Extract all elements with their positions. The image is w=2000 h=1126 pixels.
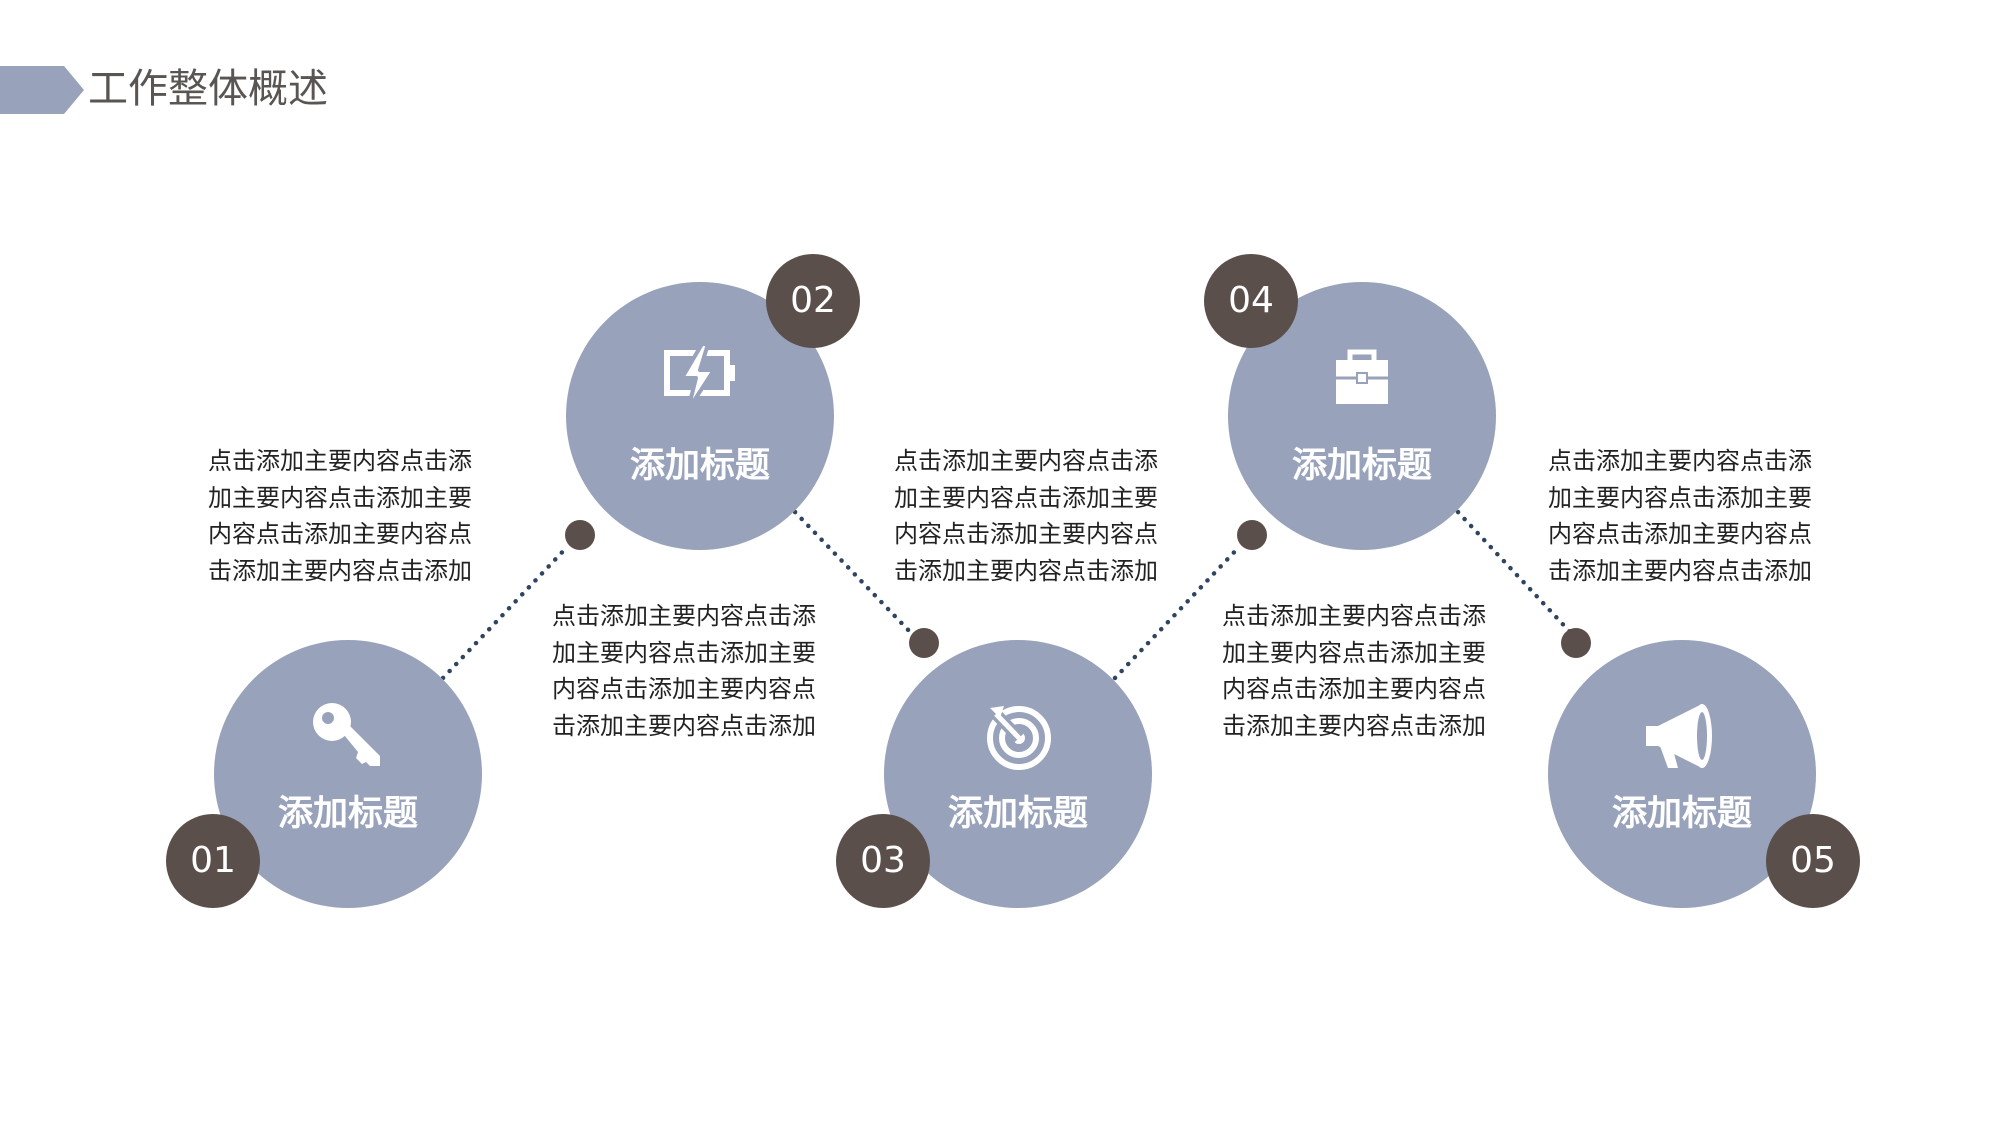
step-1-description: 点击添加主要内容点击添加主要内容点击添加主要内容点击添加主要内容点击添加主要内容… xyxy=(208,447,472,585)
connector-dot-2-3 xyxy=(909,628,939,658)
briefcase-icon xyxy=(1312,338,1412,418)
step-4-title: 添加标题 xyxy=(1291,446,1432,486)
title-tag-icon xyxy=(0,66,84,114)
step-1-number-badge: 01 xyxy=(166,814,260,908)
step-3-number-badge: 03 xyxy=(836,814,930,908)
step-3-title: 添加标题 xyxy=(947,794,1088,834)
step-2-description: 点击添加主要内容点击添加主要内容点击添加主要内容点击添加主要内容点击添加主要内容… xyxy=(552,602,816,740)
step-1-title: 添加标题 xyxy=(277,794,418,834)
step-2-number-badge: 02 xyxy=(766,254,860,348)
step-4-number-badge: 04 xyxy=(1204,254,1298,348)
connector-line-3-4 xyxy=(1112,543,1243,681)
megaphone-icon xyxy=(1632,696,1732,776)
step-5-title: 添加标题 xyxy=(1611,794,1752,834)
key-icon xyxy=(298,696,398,776)
step-3-description: 点击添加主要内容点击添加主要内容点击添加主要内容点击添加主要内容点击添加主要内容… xyxy=(894,447,1158,585)
step-5-number-badge: 05 xyxy=(1766,814,1860,908)
step-5-description: 点击添加主要内容点击添加主要内容点击添加主要内容点击添加主要内容点击添加主要内容… xyxy=(1548,447,1812,585)
battery-icon xyxy=(650,338,750,418)
page-title: 工作整体概述 xyxy=(88,66,328,112)
target-icon xyxy=(968,696,1068,776)
connector-dot-4-5 xyxy=(1561,628,1591,658)
step-2-title: 添加标题 xyxy=(629,446,770,486)
connector-line-2-3 xyxy=(792,509,915,637)
connector-dot-1-2 xyxy=(565,520,595,550)
connector-line-4-5 xyxy=(1455,509,1575,637)
connector-line-1-2 xyxy=(440,543,571,681)
step-4-description: 点击添加主要内容点击添加主要内容点击添加主要内容点击添加主要内容点击添加主要内容… xyxy=(1222,602,1486,740)
step-5-circle: 添加标题 xyxy=(1548,640,1816,908)
connector-dot-3-4 xyxy=(1237,520,1267,550)
